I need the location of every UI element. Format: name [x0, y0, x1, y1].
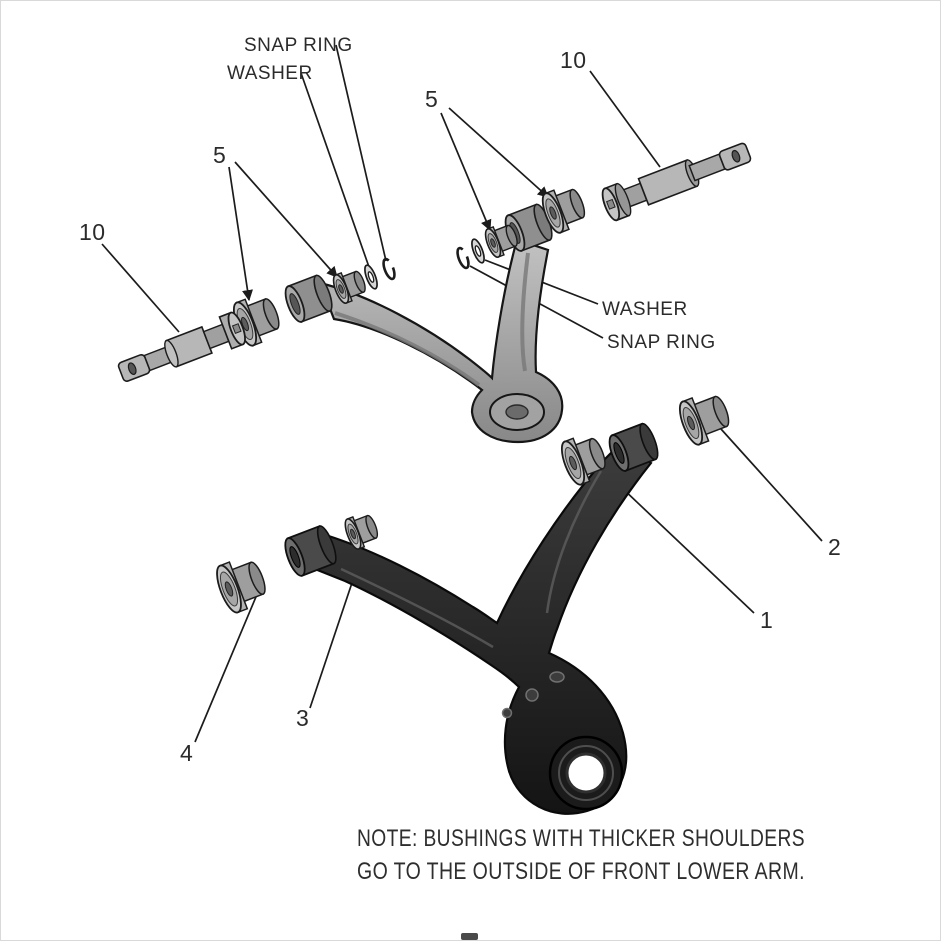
leader-qty5-upper-left-a: [228, 166, 253, 302]
washer-upper-left: [364, 264, 378, 290]
bushing-item3: [344, 514, 379, 550]
leader-qty5-upper-right-a: [440, 112, 492, 232]
bushing-item2: [678, 395, 730, 446]
washer-upper-right: [471, 238, 485, 264]
leader-item10-left: [101, 243, 180, 333]
callout-item10-left: 10: [79, 219, 106, 245]
lower-arm-left-housing: [284, 524, 337, 577]
leader-qty5-upper-right-b: [448, 107, 549, 198]
callout-labels: SNAP RING WASHER 5 10 5 10 WASHER SNAP R…: [79, 35, 841, 766]
note-line-1: NOTE: BUSHINGS WITH THICKER SHOULDERS: [357, 825, 805, 852]
bushing-upper-right-inner: [484, 224, 518, 258]
callout-item2: 2: [828, 534, 841, 560]
callout-washer-top: WASHER: [227, 63, 313, 84]
bushing-item4: [216, 561, 266, 614]
snap-ring-upper-left: [382, 257, 396, 281]
note-line-2: GO TO THE OUTSIDE OF FRONT LOWER ARM.: [357, 858, 805, 885]
callout-snap-ring-top: SNAP RING: [244, 35, 353, 56]
callout-qty5-upper-right: 5: [425, 86, 438, 112]
upper-arm-left-housing: [284, 274, 333, 323]
leader-qty5-upper-left-b: [234, 161, 338, 278]
callout-item3: 3: [296, 705, 309, 731]
upper-control-arm: [318, 238, 564, 444]
snap-ring-upper-right: [456, 246, 470, 270]
leader-snap-ring-top: [335, 44, 387, 262]
leader-washer-top: [300, 72, 370, 268]
note: NOTE: BUSHINGS WITH THICKER SHOULDERS GO…: [357, 825, 805, 885]
callout-item10-right: 10: [560, 47, 587, 73]
bushing-upper-left-inner: [332, 270, 366, 304]
callout-washer-right: WASHER: [602, 299, 688, 320]
leader-item10-right: [589, 70, 661, 168]
bushing-upper-right-outer: [541, 188, 586, 234]
shaft-right: [601, 142, 752, 222]
callout-item4: 4: [180, 740, 193, 766]
lower-arm-eye-hole: [565, 752, 607, 794]
bushing-upper-left-outer: [232, 298, 280, 347]
scan-artifact: [461, 933, 478, 940]
callout-snap-ring-right: SNAP RING: [607, 332, 716, 353]
shaft-left: [117, 311, 246, 382]
callout-qty5-upper-left: 5: [213, 142, 226, 168]
leader-item2: [720, 428, 823, 542]
lower-arm-right-housing: [608, 422, 659, 472]
callout-item1: 1: [760, 607, 773, 633]
bushing-item1: [560, 437, 606, 486]
lower-control-arm: [313, 439, 653, 815]
leader-item4: [194, 591, 259, 743]
